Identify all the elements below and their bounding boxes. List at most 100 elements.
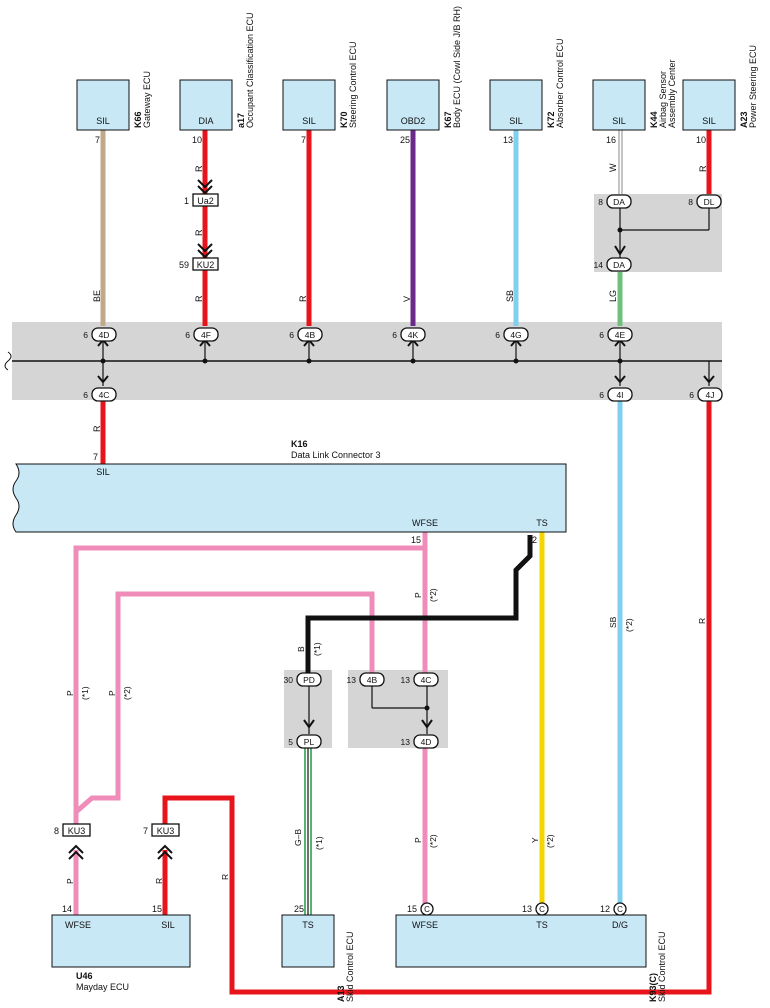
dlc-pin-sil: 7 (93, 452, 98, 462)
dlc-term-sil: SIL (96, 467, 110, 477)
k93-pin3: 12 (600, 904, 610, 914)
jp-da-pin: 8 (598, 197, 603, 207)
ecu-name-occupant: Occupant Classification ECU (245, 12, 255, 128)
top-wires (100, 130, 712, 326)
wire-p-2-note: (*2) (122, 686, 132, 700)
inline-name-ku2: KU2 (197, 260, 215, 270)
inline-chevrons (68, 179, 213, 860)
wire-p-wfse-note: (*2) (428, 588, 438, 602)
k93-term3: D/G (612, 920, 628, 930)
bus-name-4f: 4F (201, 330, 211, 340)
ecu-name-powersteer: Power Steering ECU (748, 45, 758, 128)
ecu-name-absorber: Absorber Control ECU (555, 38, 565, 128)
pin-gateway: 7 (95, 135, 100, 145)
inline-pin-ku2: 59 (179, 260, 189, 270)
term-occupant: DIA (198, 116, 213, 126)
jp-dl-name: DL (704, 197, 715, 207)
ecu-code-steering: K70 (339, 111, 349, 128)
wire-p-1-note: (*1) (80, 686, 90, 700)
bus-pin-4c: 6 (83, 390, 88, 400)
pin-body: 25 (400, 135, 410, 145)
dlc-code: K16 (291, 439, 308, 449)
inline-name-ua2: Ua2 (197, 196, 214, 206)
bus-pin-4g: 6 (495, 330, 500, 340)
wire-p-lower: P (413, 837, 423, 843)
jl-4b-name: 4B (367, 675, 378, 685)
ecu-code-gateway: K66 (133, 111, 143, 128)
u46-pin2: 15 (152, 904, 162, 914)
wire-color-occupant-low: R (194, 295, 204, 302)
ecu-code-powersteer: A23 (739, 111, 749, 128)
bus-name-4j: 4J (706, 390, 715, 400)
wire-gb: G–B (293, 829, 303, 846)
jl-4d-pin: 13 (401, 737, 411, 747)
dlc-wire-sil: R (92, 425, 102, 432)
bus-break-mark (4, 351, 12, 371)
jl-pl-name: PL (304, 737, 315, 747)
jl-4c-name: 4C (421, 675, 432, 685)
lower-wires (73, 400, 712, 995)
ecu-name-airbag-line2: Assembly Center (667, 59, 677, 128)
jl-4d-name: 4D (421, 737, 432, 747)
u46-box (51, 914, 191, 968)
dlc-term-wfse: WFSE (412, 518, 438, 528)
bus-name-4d: 4D (99, 330, 110, 340)
ecu-name-steering: Steering Control ECU (348, 41, 358, 128)
ecu-name-gateway: Gateway ECU (142, 71, 152, 128)
ecu-code-occupant: a17 (236, 113, 246, 128)
wire-p-lower-note: (*2) (428, 834, 438, 848)
wire-y: Y (530, 837, 540, 843)
u46-term1: WFSE (65, 920, 91, 930)
dlc-term-ts: TS (536, 518, 548, 528)
dlc-box (12, 463, 567, 533)
wire-p-wfse: P (413, 592, 423, 598)
wire-sb: SB (608, 616, 618, 628)
jl-pd-name: PD (303, 675, 315, 685)
lower-junction-internal (303, 686, 433, 734)
pin-airbag: 16 (606, 135, 616, 145)
pin-steering: 7 (301, 135, 306, 145)
a13-term: TS (302, 920, 314, 930)
k93-code: K93(C) (648, 973, 658, 1002)
bus-name-4e: 4E (615, 330, 626, 340)
inline-name-ku3-b: KU3 (157, 826, 175, 836)
wire-p-2: P (107, 690, 117, 696)
bus-name-4i: 4I (616, 390, 623, 400)
bus-pin-4i: 6 (599, 390, 604, 400)
pin-absorber: 13 (503, 135, 513, 145)
term-absorber: SIL (509, 116, 523, 126)
pin-occupant: 10 (192, 135, 202, 145)
ecu-name-airbag-line1: Airbag Sensor (658, 71, 668, 128)
inline-pin-ku3-a: 8 (54, 826, 59, 836)
wire-sb-note: (*2) (624, 618, 634, 632)
wire-b-note: (*1) (312, 642, 322, 656)
k93-pin1: 15 (407, 904, 417, 914)
wire-color-gateway: BE (92, 290, 102, 302)
term-steering: SIL (302, 116, 316, 126)
wire-p-u46: P (65, 878, 75, 884)
u46-pin1: 14 (62, 904, 72, 914)
wire-color-occupant-top: R (194, 165, 204, 172)
term-body: OBD2 (401, 116, 426, 126)
term-powersteer: SIL (702, 116, 716, 126)
inline-pin-ku3-b: 7 (143, 826, 148, 836)
u46-term2: SIL (161, 920, 175, 930)
jl-4c-pin: 13 (401, 675, 411, 685)
bus-drops (97, 338, 715, 386)
wire-r-u46: R (154, 878, 164, 884)
wire-gb-note: (*1) (314, 836, 324, 850)
u46-name: Mayday ECU (76, 982, 129, 992)
inline-pin-ua2: 1 (184, 196, 189, 206)
bus-pin-4e: 6 (599, 330, 604, 340)
wire-p-1: P (65, 690, 75, 696)
jl-pl-pin: 5 (288, 737, 293, 747)
k93-conn2: C (539, 905, 545, 914)
pin-powersteer: 10 (696, 135, 706, 145)
dlc-name: Data Link Connector 3 (291, 450, 381, 460)
bus-name-4k: 4K (408, 330, 419, 340)
jp-dl-pin: 8 (688, 197, 693, 207)
ecu-code-body: K67 (443, 111, 453, 128)
airbag-junction-internal (614, 208, 710, 258)
k93-conn1: C (424, 905, 430, 914)
